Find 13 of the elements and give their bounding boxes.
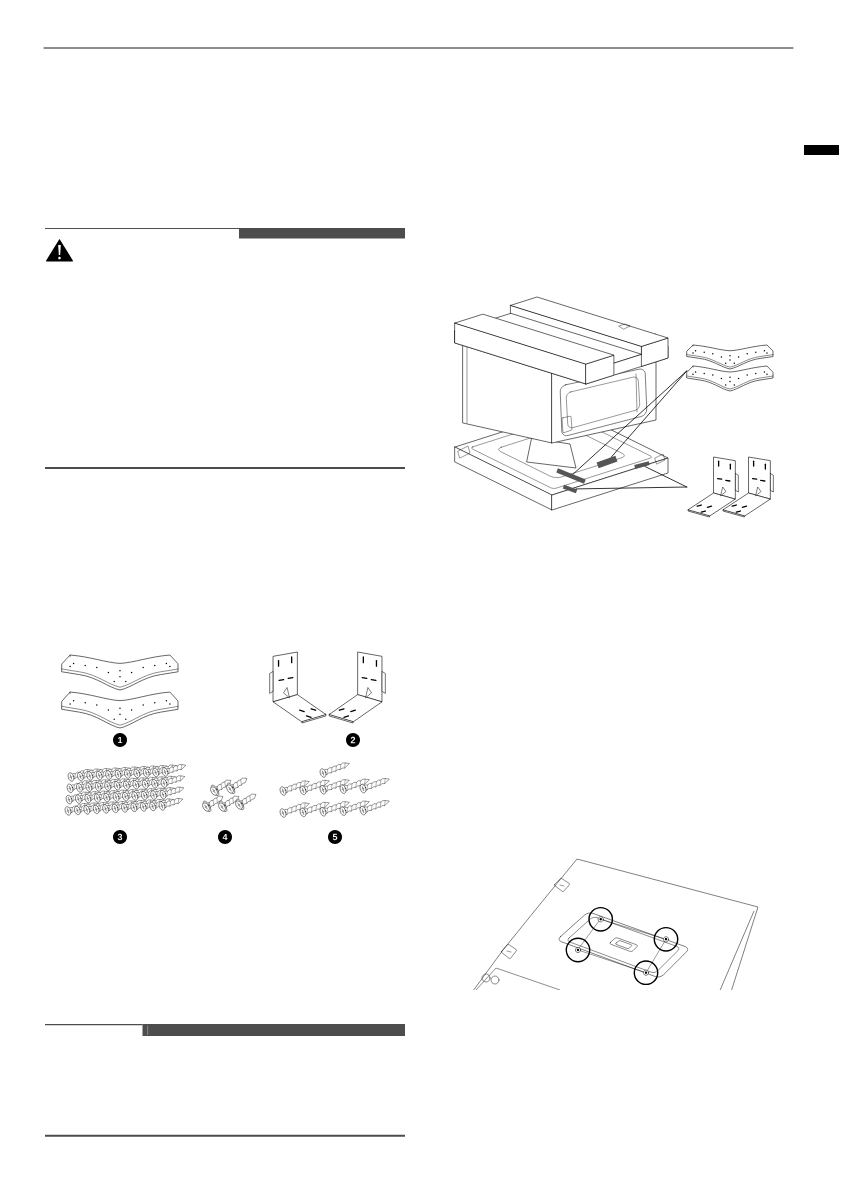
leader-line xyxy=(575,486,688,490)
callout-number: 5 xyxy=(328,830,342,844)
highlighted-slot xyxy=(596,455,618,469)
highlighted-slot xyxy=(562,484,578,494)
callout-number: 2 xyxy=(346,733,360,747)
mounting-bracket xyxy=(687,456,739,518)
callout-number: 4 xyxy=(218,830,232,844)
highlighted-slot xyxy=(634,461,650,469)
leader-line xyxy=(572,370,688,475)
callout-number: 3 xyxy=(113,830,127,844)
leader-line xyxy=(644,466,688,488)
callout-number: 1 xyxy=(113,733,127,747)
leader-line xyxy=(611,370,688,458)
